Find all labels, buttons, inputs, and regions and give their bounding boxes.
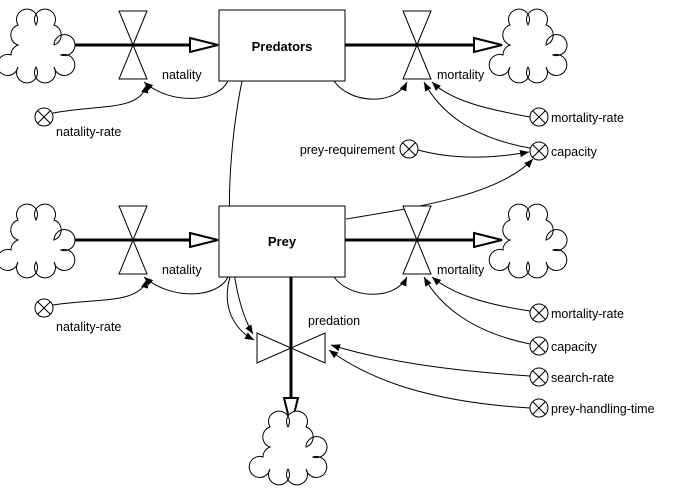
predation-sink-cloud <box>248 410 328 486</box>
predator-natality-rate-label: natality-rate <box>56 125 121 139</box>
connector-natality-rate-to-predator-natality <box>52 83 149 114</box>
connector-capacity-to-predator-mortality <box>423 81 531 149</box>
prey-handling-time-label: prey-handling-time <box>551 402 655 416</box>
predation-label: predation <box>308 314 360 328</box>
predator-mortality-rate-aux[interactable] <box>529 107 549 127</box>
prey-natality-rate-label: natality-rate <box>56 320 121 334</box>
prey-stock-label: Prey <box>268 234 297 249</box>
search-rate-label: search-rate <box>551 371 614 385</box>
connector-prey-to-capacity <box>345 158 534 220</box>
connector-mortality-rate-to-predator-mortality <box>431 81 531 118</box>
prey-natality-rate-aux[interactable] <box>34 298 54 318</box>
prey-outflow-arrowhead <box>473 231 503 249</box>
predator-capacity-label: capacity <box>551 145 598 159</box>
predator-natality-rate-aux[interactable] <box>34 107 54 127</box>
prey-requirement-label: prey-requirement <box>300 143 396 157</box>
prey-stock[interactable] <box>218 205 346 278</box>
prey-inflow-arrowhead <box>189 231 219 249</box>
predator-inflow-arrowhead <box>189 36 219 54</box>
prey-mortality-label: mortality <box>437 263 485 277</box>
connector-natality-rate-to-prey-natality <box>52 278 149 306</box>
connector-capacity-to-prey-mortality <box>423 276 531 345</box>
connector-prey-requirement-to-capacity <box>417 149 530 158</box>
connector-prey-to-prey-mortality <box>333 276 408 295</box>
connector-prey-handling-time-to-predation <box>328 349 531 409</box>
connector-predators-to-predator-natality <box>143 80 229 99</box>
prey-source-cloud <box>0 203 76 279</box>
prey-capacity-label: capacity <box>551 340 598 354</box>
predator-capacity-aux[interactable] <box>529 141 549 161</box>
predator-natality-label: natality <box>162 68 202 82</box>
predator-mortality-label: mortality <box>437 68 485 82</box>
predators-stock-label: Predators <box>252 39 313 54</box>
predator-outflow-arrowhead <box>473 36 503 54</box>
connector-mortality-rate-to-prey-mortality <box>431 276 531 312</box>
prey-requirement-aux[interactable] <box>399 139 419 159</box>
predator-source-cloud <box>0 8 76 84</box>
prey-mortality-rate-label: mortality-rate <box>551 307 624 321</box>
connector-prey-to-prey-natality <box>143 276 229 295</box>
prey-capacity-aux[interactable] <box>529 336 549 356</box>
prey-mortality-rate-aux[interactable] <box>529 303 549 323</box>
predator-mortality-rate-label: mortality-rate <box>551 111 624 125</box>
connector-predators-to-predator-mortality <box>333 80 408 100</box>
connector-search-rate-to-predation <box>330 344 531 377</box>
prey-natality-label: natality <box>162 263 202 277</box>
prey-handling-time-aux[interactable] <box>529 398 549 418</box>
predators-stock[interactable] <box>218 9 346 82</box>
connector-prey-to-predation <box>226 276 255 341</box>
search-rate-aux[interactable] <box>529 367 549 387</box>
